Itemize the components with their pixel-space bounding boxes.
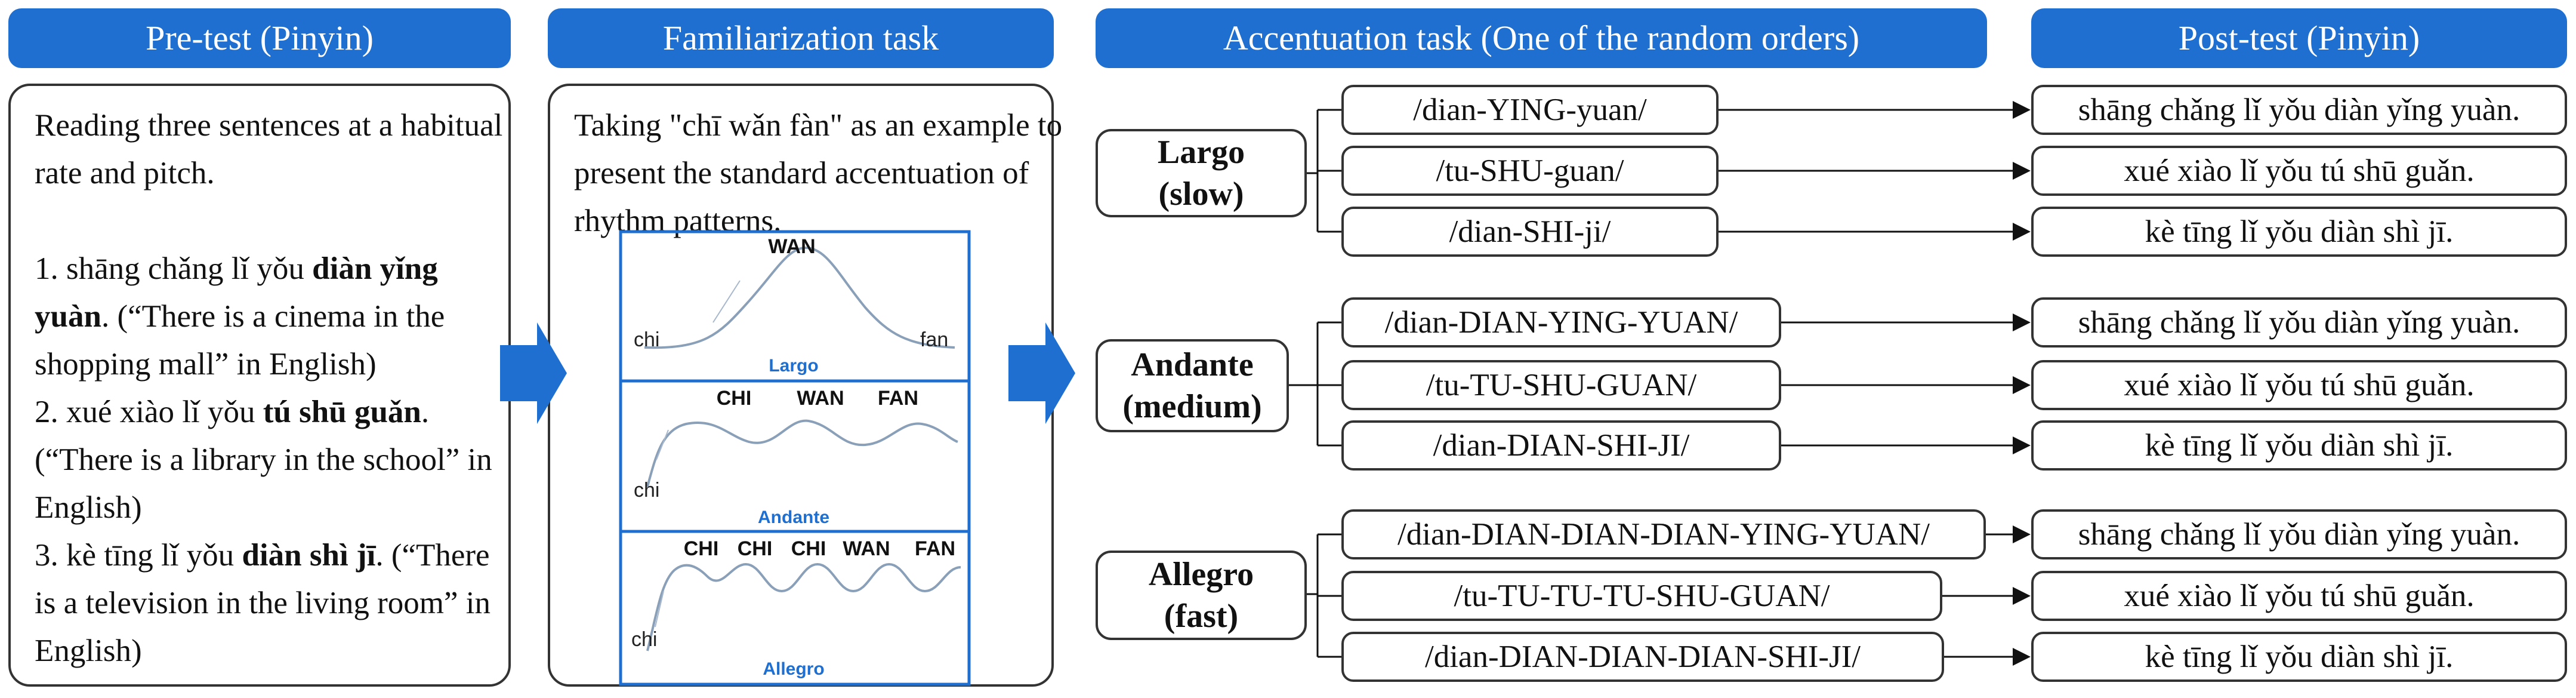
item-allegro-2: /tu-TU-TU-TU-SHU-GUAN/ xyxy=(1341,571,1942,621)
post-largo-1: shāng chǎng lǐ yǒu diàn yǐng yuàn. xyxy=(2031,85,2567,135)
item-andante-3: /dian-DIAN-SHI-JI/ xyxy=(1341,420,1781,471)
post-andante-1: shāng chǎng lǐ yǒu diàn yǐng yuàn. xyxy=(2031,297,2567,348)
pretest-text: Reading three sentences at a habitual ra… xyxy=(35,102,512,675)
pretest-panel: Reading three sentences at a habitual ra… xyxy=(8,84,511,687)
item-largo-2: /tu-SHU-guan/ xyxy=(1341,146,1719,196)
pretest-sentence-2: 2. xué xiào lǐ yǒu tú shū guǎn. (“There … xyxy=(35,395,492,525)
pretest-sentence-1: 1. shāng chǎng lǐ yǒu diàn yǐng yuàn. (“… xyxy=(35,251,445,382)
post-andante-3: kè tīng lǐ yǒu diàn shì jī. xyxy=(2031,420,2567,471)
header-accentuation: Accentuation task (One of the random ord… xyxy=(1096,8,1987,68)
pretest-intro: Reading three sentences at a habitual ra… xyxy=(35,108,503,190)
post-largo-2: xué xiào lǐ yǒu tú shū guǎn. xyxy=(2031,146,2567,196)
post-allegro-1: shāng chǎng lǐ yǒu diàn yǐng yuàn. xyxy=(2031,509,2567,559)
post-allegro-2: xué xiào lǐ yǒu tú shū guǎn. xyxy=(2031,571,2567,621)
tempo-andante-box: Andante(medium) xyxy=(1096,339,1289,432)
tempo-largo-box: Largo(slow) xyxy=(1096,129,1307,217)
item-andante-1: /dian-DIAN-YING-YUAN/ xyxy=(1341,297,1781,348)
item-largo-3: /dian-SHI-ji/ xyxy=(1341,207,1719,257)
header-posttest: Post-test (Pinyin) xyxy=(2031,8,2567,68)
post-andante-2: xué xiào lǐ yǒu tú shū guǎn. xyxy=(2031,360,2567,410)
item-andante-2: /tu-TU-SHU-GUAN/ xyxy=(1341,360,1781,410)
item-largo-1: /dian-YING-yuan/ xyxy=(1341,85,1719,135)
tempo-allegro-box: Allegro(fast) xyxy=(1096,551,1307,640)
post-allegro-3: kè tīng lǐ yǒu diàn shì jī. xyxy=(2031,632,2567,682)
pretest-sentence-3: 3. kè tīng lǐ yǒu diàn shì jī. (“There i… xyxy=(35,538,490,668)
item-allegro-1: /dian-DIAN-DIAN-DIAN-YING-YUAN/ xyxy=(1341,509,1986,559)
familiarization-panel: Taking "chī wǎn fàn" as an example to pr… xyxy=(548,84,1062,687)
item-allegro-3: /dian-DIAN-DIAN-DIAN-SHI-JI/ xyxy=(1341,632,1944,682)
post-largo-3: kè tīng lǐ yǒu diàn shì jī. xyxy=(2031,207,2567,257)
header-familiarization: Familiarization task xyxy=(548,8,1054,68)
header-pretest: Pre-test (Pinyin) xyxy=(8,8,511,68)
familiarization-text: Taking "chī wǎn fàn" as an example to pr… xyxy=(574,108,1063,238)
